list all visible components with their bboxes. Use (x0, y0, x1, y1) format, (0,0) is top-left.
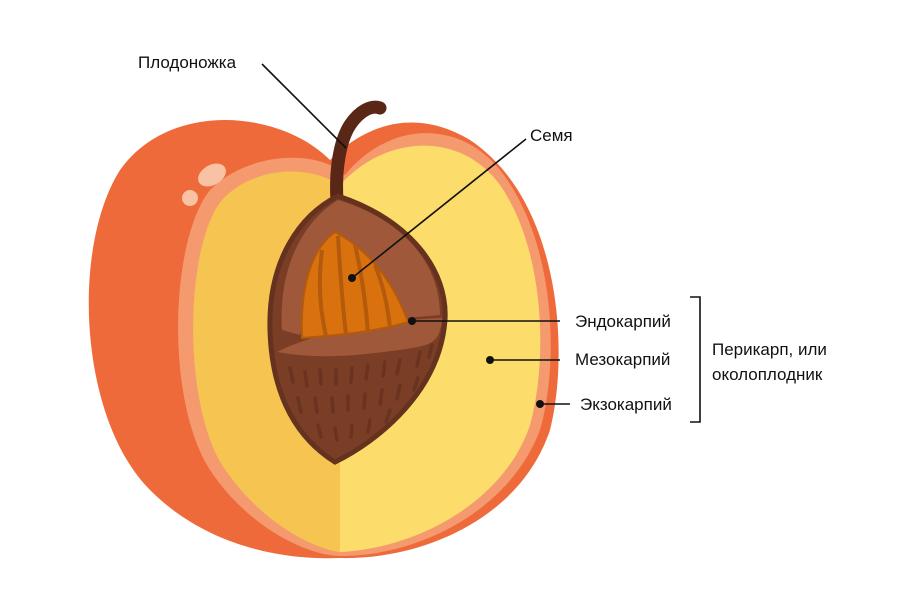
stalk (330, 100, 387, 207)
label-exocarp: Экзокарпий (580, 395, 672, 414)
leader-lines (261, 63, 701, 423)
endocarp-cut (277, 318, 442, 357)
label-seed: Семя (530, 126, 573, 145)
label-pericarp-1: Перикарп, или (712, 340, 827, 359)
highlight (182, 190, 198, 206)
label-mesocarp: Мезокарпий (575, 350, 670, 369)
label-stalk: Плодоножка (138, 53, 237, 72)
label-pericarp-2: околоплодник (712, 365, 823, 384)
stone-texture (288, 343, 434, 442)
seed-stripes (317, 235, 392, 337)
leader-dots (348, 274, 544, 408)
label-endocarp: Эндокарпий (575, 312, 671, 331)
highlight (198, 163, 226, 187)
